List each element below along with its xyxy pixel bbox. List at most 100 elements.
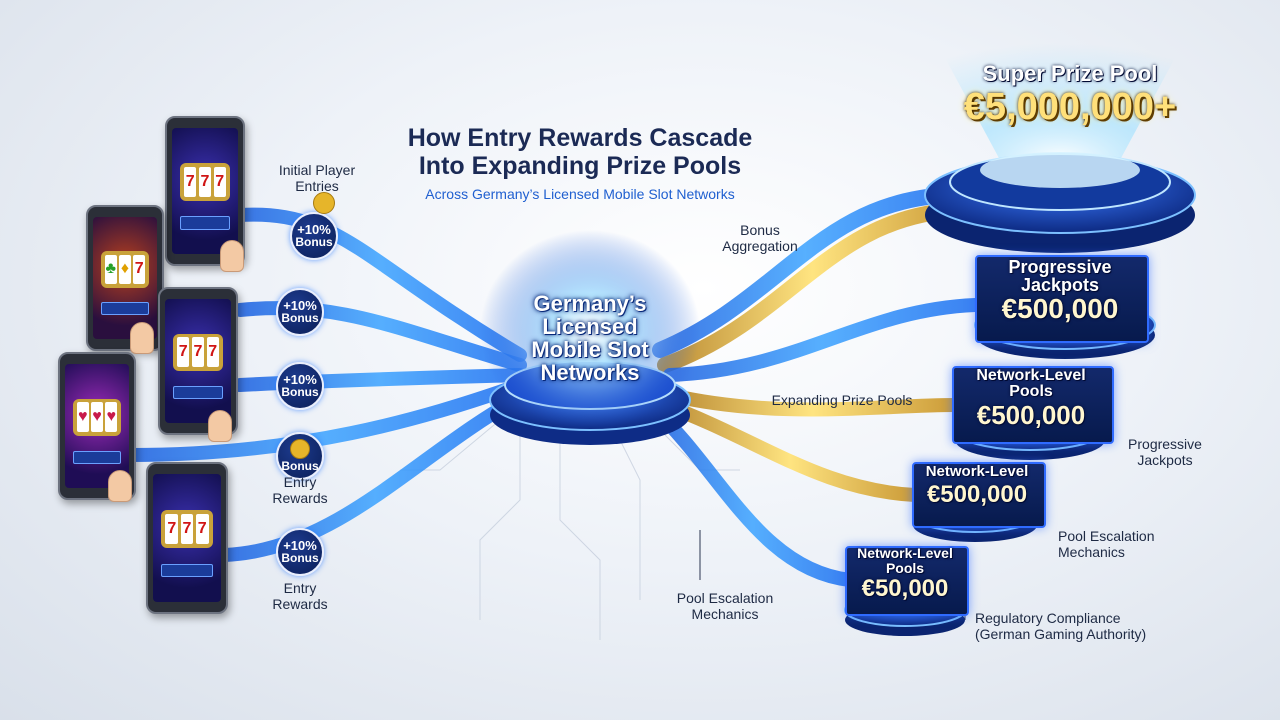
bonus-text: Bonus bbox=[281, 385, 319, 399]
pool-title: Pools bbox=[1009, 383, 1053, 400]
reel-symbol: 7 bbox=[191, 337, 205, 368]
progressive-jackpot-card bbox=[975, 255, 1149, 343]
reel-symbol: 7 bbox=[206, 337, 219, 368]
bonus-text: Bonus bbox=[281, 311, 319, 325]
pool-title: Jackpots bbox=[1020, 275, 1100, 295]
phone-spin-button[interactable] bbox=[179, 216, 231, 230]
network-pool-card-2 bbox=[912, 462, 1046, 528]
stream-1 bbox=[233, 207, 527, 362]
label-initial-player-entries: Initial Player Entries bbox=[262, 162, 372, 194]
bonus-value: +10% bbox=[297, 222, 331, 237]
coin-icon bbox=[313, 192, 335, 214]
label-line: Entries bbox=[295, 178, 339, 194]
pool-streams bbox=[648, 187, 982, 587]
pool-title: Network-Level bbox=[976, 367, 1086, 384]
title-line-2: Into Expanding Prize Pools bbox=[418, 152, 742, 180]
phone-spin-button[interactable] bbox=[161, 563, 213, 578]
stream-to-super-gold bbox=[657, 202, 968, 373]
hub-label-line-3: Mobile Slot bbox=[531, 337, 649, 362]
label-pool-escalation-center: Pool Escalation Mechanics bbox=[660, 590, 790, 622]
hand-tap-icon bbox=[220, 240, 244, 272]
label-entry-rewards-mid: Entry Rewards bbox=[250, 474, 350, 506]
super-prize-pool-card: Super Prize Pool €5,000,000+ bbox=[930, 61, 1210, 129]
pool-title: Network-Level bbox=[857, 545, 953, 561]
stream-to-progressive bbox=[663, 298, 982, 382]
hand-tap-icon bbox=[208, 410, 232, 442]
hand-tap-icon bbox=[108, 470, 132, 502]
circuit-background bbox=[400, 419, 740, 640]
label-progressive-jackpots: Progressive Jackpots bbox=[1110, 436, 1220, 468]
pool-title: Progressive bbox=[1008, 257, 1112, 277]
label-line: Pool Escalation bbox=[1058, 528, 1155, 544]
pool-title: Network-Level bbox=[925, 463, 1029, 480]
pool-amount: €500,000 bbox=[1001, 293, 1119, 324]
network-pool-2-label: Network-Level €500,000 bbox=[912, 464, 1042, 510]
label-line: Initial Player bbox=[278, 162, 356, 178]
bonus-badge-2: +10% Bonus bbox=[276, 288, 324, 336]
network-pool-1-label: Network-Level Pools €500,000 bbox=[952, 367, 1110, 431]
hand-tap-icon bbox=[130, 322, 154, 354]
label-line: (German Gaming Authority) bbox=[975, 626, 1147, 642]
bonus-badge-1: +10% Bonus bbox=[290, 212, 338, 260]
diagram-subtitle: Across Germany’s Licensed Mobile Slot Ne… bbox=[425, 186, 735, 202]
super-pool-amount: €5,000,000+ bbox=[963, 86, 1177, 128]
network-pool-3-label: Network-Level Pools €50,000 bbox=[845, 546, 965, 602]
pool-amount: €500,000 bbox=[976, 400, 1086, 430]
hub-label-line-4: Networks bbox=[540, 360, 640, 385]
label-pool-escalation-right: Pool Escalation Mechanics bbox=[1058, 528, 1188, 560]
label-line: Regulatory Compliance bbox=[975, 610, 1121, 626]
reel-symbol: 7 bbox=[195, 513, 209, 545]
bonus-badge-3: +10% Bonus bbox=[276, 362, 324, 410]
stream-to-super-blue bbox=[652, 187, 958, 358]
reel-symbol: 7 bbox=[180, 513, 194, 545]
label-line: Pool Escalation bbox=[676, 590, 774, 606]
bonus-text: Bonus bbox=[281, 459, 319, 473]
label-expanding-prize-pools: Expanding Prize Pools bbox=[771, 392, 913, 408]
reel-symbol: 7 bbox=[133, 254, 146, 285]
bonus-text: Bonus bbox=[295, 235, 333, 249]
hub-label: Germany’s Licensed Mobile Slot Networks bbox=[500, 292, 680, 384]
network-pool-card-3 bbox=[845, 546, 969, 616]
stream-to-network-2 bbox=[658, 398, 922, 502]
progressive-jackpot-label: Progressive Jackpots €500,000 bbox=[975, 258, 1145, 324]
hub-label-line-2: Licensed bbox=[542, 314, 638, 339]
bonus-value: +10% bbox=[283, 298, 317, 313]
stream-to-network-1 bbox=[663, 388, 962, 417]
label-line: Aggregation bbox=[722, 238, 798, 254]
label-line: Mechanics bbox=[691, 606, 759, 622]
super-pool-platform bbox=[924, 30, 1196, 253]
label-line: Jackpots bbox=[1137, 452, 1193, 468]
coin-icon bbox=[290, 439, 310, 459]
pool-amount: €500,000 bbox=[926, 481, 1028, 508]
label-bonus-aggregation: Bonus Aggregation bbox=[700, 222, 820, 254]
label-line: Mechanics bbox=[1058, 544, 1125, 560]
reel-symbol: 7 bbox=[184, 167, 197, 198]
phone-spin-button[interactable] bbox=[72, 450, 122, 464]
phone-spin-button[interactable] bbox=[172, 385, 224, 399]
label-line: Rewards bbox=[272, 596, 328, 612]
network-pool-card-1 bbox=[952, 366, 1114, 444]
label-entry-rewards-bottom: Entry Rewards bbox=[250, 580, 350, 612]
bonus-text: Bonus bbox=[281, 551, 319, 565]
bonus-badge-4: Bonus bbox=[276, 432, 324, 480]
label-regulatory-compliance: Regulatory Compliance (German Gaming Aut… bbox=[975, 610, 1185, 642]
pool-title: Pools bbox=[885, 560, 925, 576]
phone-4: ♥♥♥ bbox=[58, 352, 136, 500]
phone-spin-button[interactable] bbox=[100, 302, 150, 316]
diagram-title: How Entry Rewards Cascade Into Expanding… bbox=[360, 124, 800, 180]
super-pool-title: Super Prize Pool bbox=[982, 61, 1158, 86]
stream-to-network-3 bbox=[648, 403, 857, 587]
label-line: Rewards bbox=[272, 490, 328, 506]
reel-symbol: 7 bbox=[177, 337, 190, 368]
bonus-value: +10% bbox=[283, 372, 317, 387]
pool-amount: €50,000 bbox=[861, 575, 949, 602]
reel-symbol: 7 bbox=[198, 167, 212, 198]
label-line: Bonus bbox=[740, 222, 780, 238]
bonus-value: +10% bbox=[283, 538, 317, 553]
label-line: Progressive bbox=[1128, 436, 1202, 452]
hub-label-line-1: Germany’s bbox=[533, 291, 647, 316]
stream-4 bbox=[123, 378, 527, 462]
hub-platform bbox=[480, 230, 700, 445]
title-line-1: How Entry Rewards Cascade bbox=[407, 124, 753, 152]
